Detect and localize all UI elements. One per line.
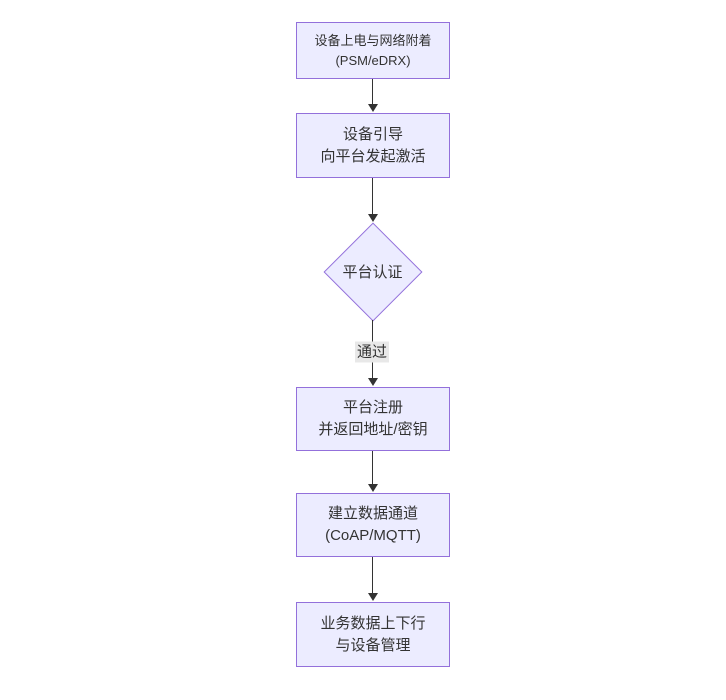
- node-data-channel-line2: (CoAP/MQTT): [325, 527, 421, 544]
- node-power-attach-line1: 设备上电与网络附着: [314, 32, 432, 48]
- node-data-channel: 建立数据通道 (CoAP/MQTT): [296, 493, 450, 557]
- arrowhead-down-icon: [368, 484, 378, 492]
- node-data-channel-line1: 建立数据通道: [327, 505, 418, 522]
- node-power-attach: 设备上电与网络附着 (PSM/eDRX): [296, 22, 450, 79]
- node-bootstrap-line1: 设备引导: [342, 125, 403, 143]
- connector-power-to-bootstrap: [372, 79, 373, 105]
- node-business-line1: 业务数据上下行: [320, 614, 426, 632]
- node-register-line1: 平台注册: [342, 399, 403, 416]
- node-bootstrap-line2: 向平台发起激活: [320, 147, 426, 165]
- connector-register-to-channel: [372, 451, 373, 485]
- arrowhead-down-icon: [368, 104, 378, 112]
- node-business: 业务数据上下行 与设备管理: [296, 602, 450, 667]
- arrowhead-down-icon: [368, 214, 378, 222]
- arrowhead-down-icon: [368, 378, 378, 386]
- edge-label-pass: 通过: [354, 341, 390, 363]
- connector-channel-to-business: [372, 557, 373, 594]
- node-register-line2: 并返回地址/密钥: [318, 421, 428, 438]
- arrowhead-down-icon: [368, 593, 378, 601]
- node-bootstrap: 设备引导 向平台发起激活: [296, 113, 450, 178]
- node-register: 平台注册 并返回地址/密钥: [296, 387, 450, 451]
- node-power-attach-line2: (PSM/eDRX): [335, 52, 411, 68]
- connector-bootstrap-to-auth: [372, 178, 373, 215]
- decision-platform-auth: 平台认证: [323, 222, 422, 321]
- decision-platform-auth-label: 平台认证: [342, 264, 403, 281]
- node-business-line2: 与设备管理: [335, 636, 411, 654]
